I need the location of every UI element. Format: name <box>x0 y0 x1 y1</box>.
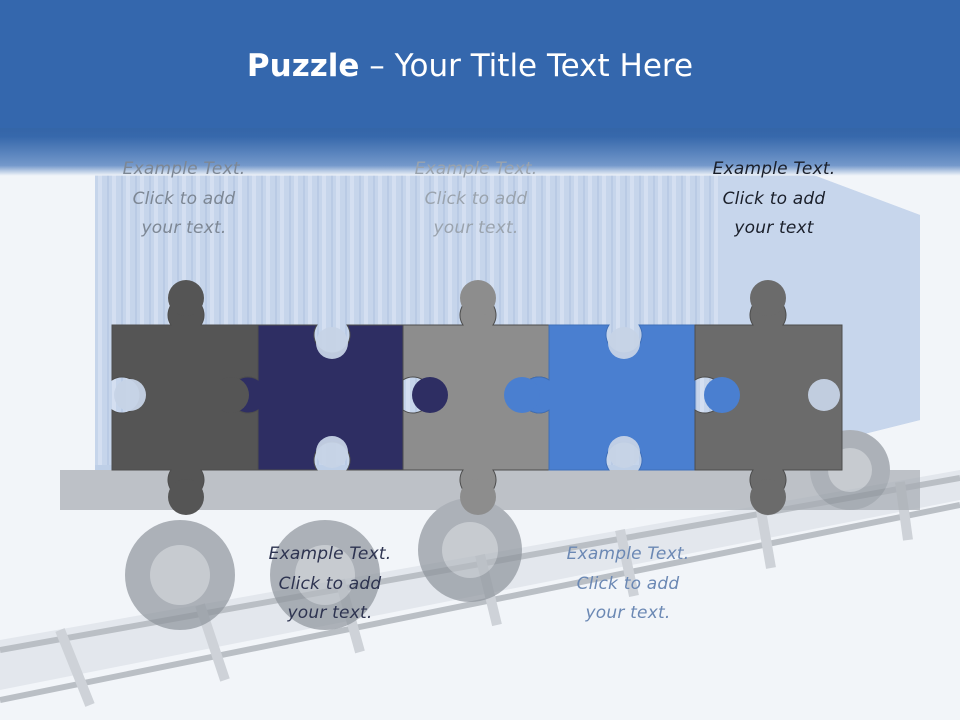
piece-1-top-knob <box>168 280 204 316</box>
piece-1-left-socket <box>114 379 146 411</box>
caption-3-line-2: Click to add <box>424 188 528 209</box>
piece-2-bottom-socket <box>316 436 348 468</box>
caption-5-line-3: your text <box>734 218 814 238</box>
piece-3-bottom-knob <box>460 479 496 515</box>
piece-4-bottom-socket <box>608 436 640 468</box>
caption-2-line-3: your text. <box>287 603 373 623</box>
piece-3-top-knob <box>460 280 496 316</box>
caption-4-line-2: Click to add <box>576 573 680 594</box>
caption-2-line-1: Example Text. <box>268 544 392 564</box>
title-bold: Puzzle <box>246 48 360 84</box>
piece-4-left-knob <box>504 377 540 413</box>
piece-4-right-knob <box>704 377 740 413</box>
piece-1-bottom-knob <box>168 479 204 515</box>
caption-3-line-1: Example Text. <box>414 159 538 179</box>
piece-4-top-socket <box>608 327 640 359</box>
piece-2-top-socket <box>316 327 348 359</box>
caption-4[interactable]: Example Text. Click to add your text. <box>543 540 713 629</box>
caption-1[interactable]: Example Text. Click to add your text. <box>99 155 269 244</box>
caption-2[interactable]: Example Text. Click to add your text. <box>245 540 415 629</box>
piece-5-right-socket <box>808 379 840 411</box>
caption-2-line-2: Click to add <box>278 573 382 594</box>
piece-5-bottom-knob <box>750 479 786 515</box>
piece-5-top-knob <box>750 280 786 316</box>
caption-5[interactable]: Example Text. Click to add your text <box>689 155 859 244</box>
caption-3[interactable]: Example Text. Click to add your text. <box>391 155 561 244</box>
caption-1-line-3: your text. <box>141 218 227 238</box>
caption-1-line-2: Click to add <box>132 188 236 209</box>
piece-2-right-knob <box>412 377 448 413</box>
title-rest: – Your Title Text Here <box>359 48 694 84</box>
caption-4-line-3: your text. <box>585 603 671 623</box>
caption-4-line-1: Example Text. <box>566 544 690 564</box>
caption-3-line-3: your text. <box>433 218 519 238</box>
caption-5-line-1: Example Text. <box>712 159 836 179</box>
slide-title: Puzzle – Your Title Text Here <box>0 48 940 84</box>
caption-1-line-1: Example Text. <box>122 159 246 179</box>
caption-5-line-2: Click to add <box>722 188 826 209</box>
piece-1-right-knob <box>213 377 249 413</box>
